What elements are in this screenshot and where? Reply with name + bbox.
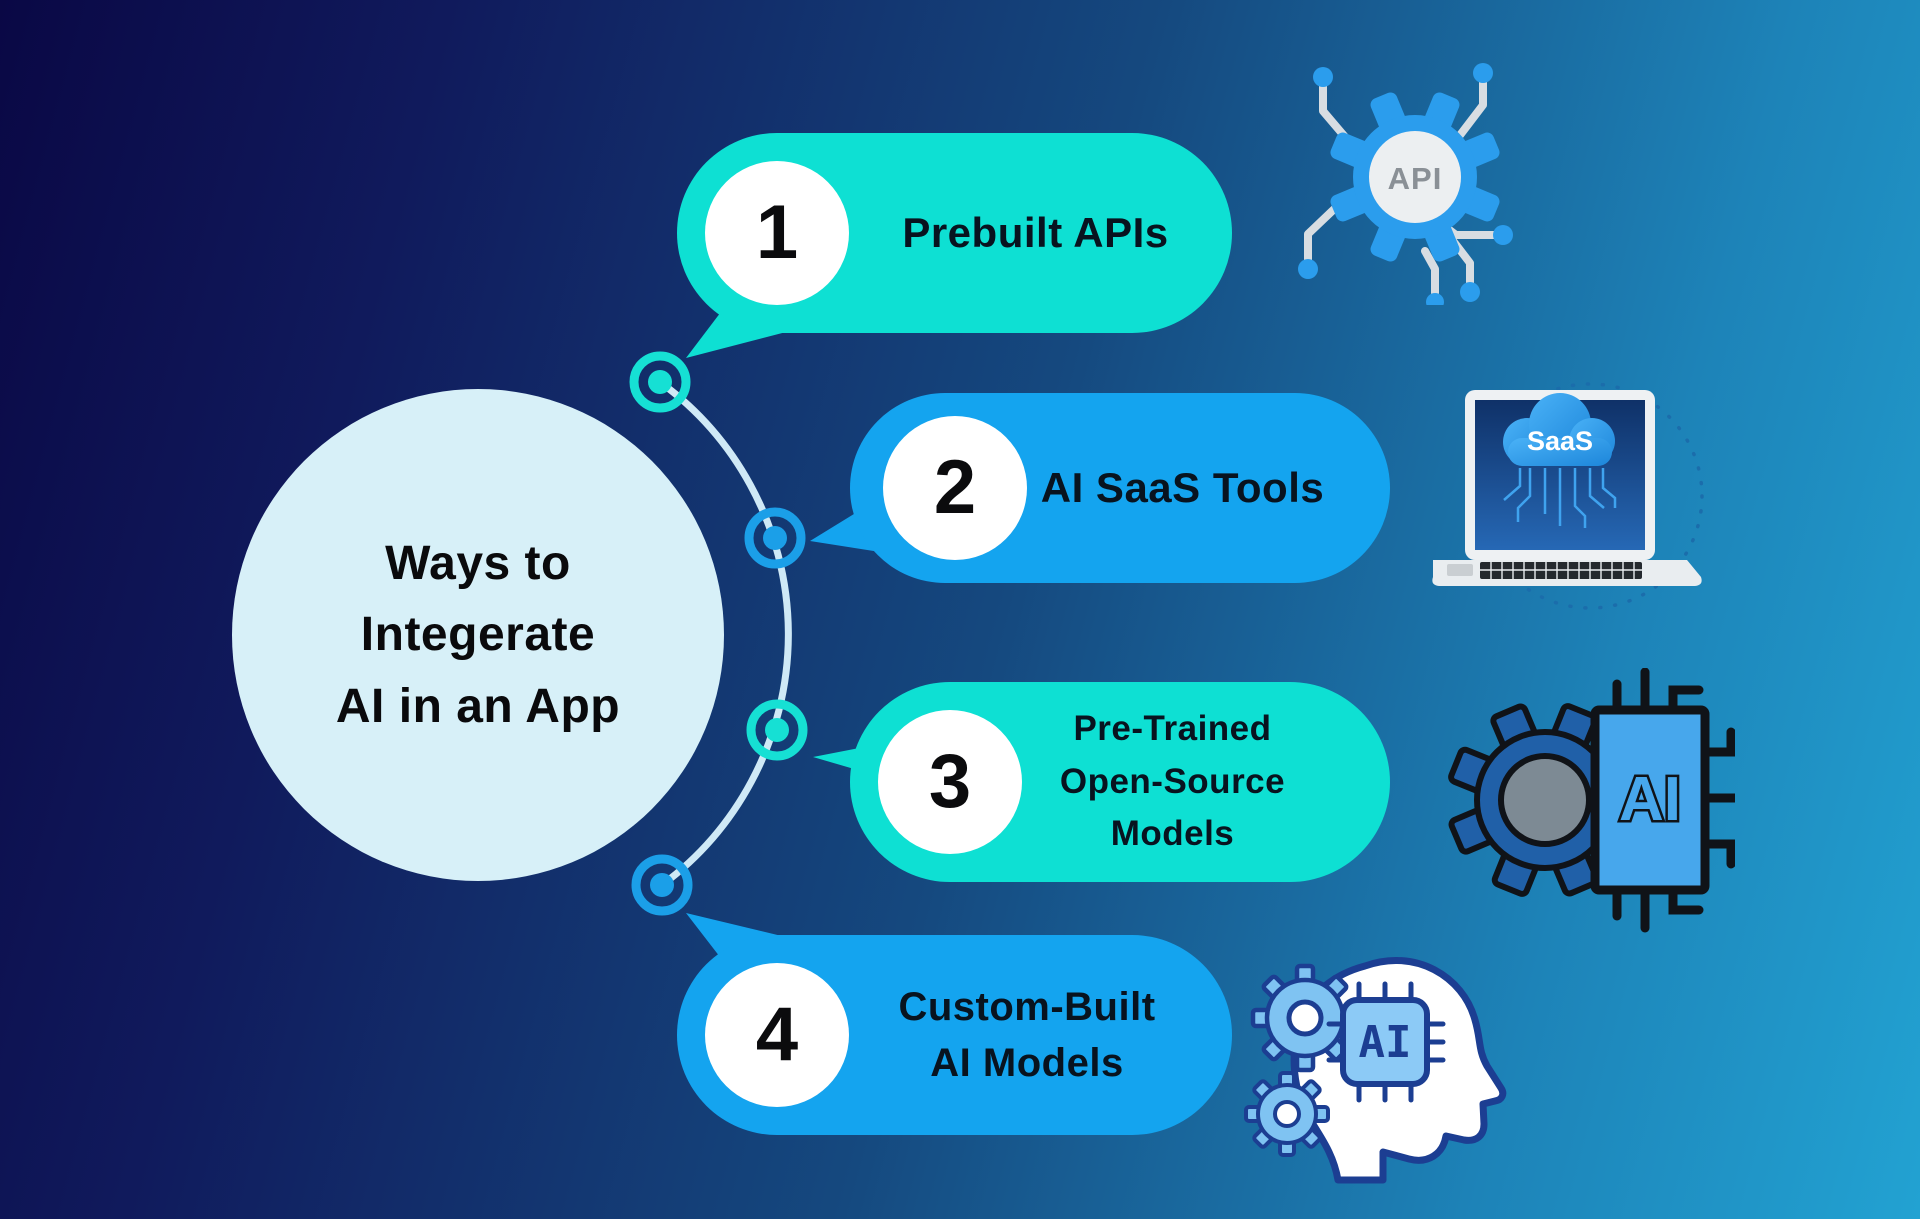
half-gear [1448,703,1642,897]
head-gear-small [1244,1071,1330,1157]
bubble-2-number-circle: 2 [883,416,1027,560]
bubble-1-number-circle: 1 [705,161,849,305]
node-4-icon [631,854,693,916]
head-silhouette [1290,957,1507,1184]
saas-cloud: SaaS [1503,393,1615,466]
ai-head-icon: AI [1244,957,1507,1184]
node-3-icon [746,699,808,761]
bubble-3-label: Pre-Trained Open-Source Models [1059,709,1286,854]
chip-icon-label: AI [1619,765,1681,834]
saas-laptop-icon: SaaS [1432,382,1704,610]
bubble-4-number-circle: 4 [705,963,849,1107]
infographic-title: Ways to Integerate AI in an App [335,537,621,733]
saas-icon-label: SaaS [1527,426,1593,456]
bubble-pretrained-open-source-models: 3 Pre-Trained Open-Source Models [850,682,1390,882]
cloud-circuit-traces [1503,468,1617,528]
bubble-4-number: 4 [755,992,799,1077]
api-gear-icon: API [1298,63,1513,305]
node-1-icon [629,351,691,413]
bubble-1-number: 1 [755,190,799,275]
bubble-4-label: Custom-Built AI Models [898,985,1156,1085]
bubble-3-number: 3 [928,739,972,824]
head-chip-label: AI [1359,1017,1412,1068]
gear-ai-chip-icon: AI [1448,668,1735,933]
head-chip-pins [1326,981,1446,1103]
api-icon-label: API [1388,161,1443,196]
bubble-2-label: AI SaaS Tools [1040,464,1325,511]
bubble-prebuilt-apis: 1 Prebuilt APIs [677,133,1232,333]
bubble-2-number: 2 [933,445,977,530]
bubble-1-label: Prebuilt APIs [902,209,1169,256]
node-2-icon [744,507,806,569]
head-gear-large [1250,963,1360,1073]
bubble-3-number-circle: 3 [878,710,1022,854]
chip-pins [1612,668,1735,933]
bubble-ai-saas-tools: 2 AI SaaS Tools [850,393,1390,583]
central-hub-circle: Ways to Integerate AI in an App [232,389,724,881]
decor-dotted-circle [1476,382,1704,610]
bubble-custom-built-ai-models: 4 Custom-Built AI Models [677,935,1232,1135]
